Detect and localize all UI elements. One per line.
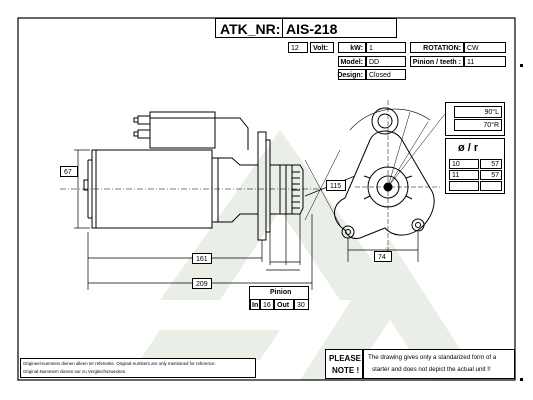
kw-value: 1 [369, 45, 373, 52]
hole-2-diameter: 11 [452, 172, 460, 179]
pinion-out-label-cell: Out [274, 299, 294, 310]
angle-right: 70°R [483, 122, 499, 129]
design-value-box: Closed [366, 69, 406, 80]
hole-1-diameter: 10 [452, 161, 460, 168]
pinion-in-value-cell: 16 [260, 299, 274, 310]
pinion-in-value: 16 [263, 302, 271, 309]
angle-right-cell: 70°R [454, 119, 502, 131]
angle-left: 90°L [484, 109, 499, 116]
volt-value: 12 [291, 45, 299, 52]
note-label: NOTE ! [332, 366, 360, 375]
design-label: Design: [337, 72, 363, 79]
hole-row-2-d: 11 [449, 170, 479, 180]
dim-flange-to-end: 161 [196, 256, 208, 263]
dim-161-box: 161 [192, 253, 212, 264]
note-text-box: The drawing gives only a standarized for… [363, 349, 515, 379]
pinion-teeth-label-box: Pinion / teeth : [410, 56, 464, 67]
dim-height-box: 67 [60, 166, 78, 177]
dim-overall-length: 209 [196, 281, 208, 288]
volt-label: Volt: [313, 45, 329, 52]
pinion-teeth-value-box: 11 [464, 56, 506, 67]
holes-header: ø / r [458, 142, 479, 154]
kw-value-box: 1 [366, 42, 406, 53]
hole-row-1-d: 10 [449, 159, 479, 169]
rotation-label-box: ROTATION: [410, 42, 464, 53]
pinion-teeth-value: 11 [467, 59, 475, 66]
pinion-in-label: In [252, 302, 259, 309]
please-note-box: PLEASE NOTE ! [325, 349, 363, 379]
model-value-box: DD [366, 56, 406, 67]
starter-front-view [334, 100, 449, 262]
pinion-out-value-cell: 30 [294, 299, 309, 310]
dim-bolt-spacing: 74 [378, 254, 386, 261]
model-label-box: Model: [338, 56, 366, 67]
disclaimer-box: Origineel-nummers dienen alleen ter refe… [20, 358, 256, 378]
pinion-in-label-cell: In [250, 299, 260, 310]
design-value: Closed [369, 72, 391, 79]
hole-row-2-r: 57 [480, 170, 502, 180]
angle-table: 90°L 70°R [445, 102, 505, 136]
dim-74-box: 74 [374, 251, 392, 262]
note-line-1: The drawing gives only a standarized for… [368, 354, 497, 361]
hole-1-radius: 57 [491, 161, 499, 168]
atk-label: ATK_NR: [220, 21, 281, 37]
atk-value: AIS-218 [286, 21, 338, 37]
dim-209-box: 209 [192, 278, 212, 289]
pinion-teeth-label: Pinion / teeth : [412, 59, 461, 66]
title-box: ATK_NR: AIS-218 [215, 18, 397, 38]
disclaimer-line-1: Origineel-nummers dienen alleen ter refe… [23, 361, 216, 366]
hole-2-radius: 57 [491, 172, 499, 179]
frame-mark [520, 64, 523, 67]
design-label-box: Design: [337, 69, 366, 80]
pinion-out-label: Out [277, 302, 290, 309]
pinion-box: Pinion In 16 Out 30 [249, 286, 309, 310]
please-label: PLEASE [329, 354, 362, 363]
rotation-value-box: CW [464, 42, 506, 53]
disclaimer-line-2: Original-Nummern dienen nur zu Vergleich… [23, 369, 127, 374]
frame-mark [520, 378, 523, 381]
model-value: DD [369, 59, 380, 66]
pinion-out-value: 30 [297, 302, 305, 309]
watermark-logo [140, 130, 480, 380]
dim-mount-offset: 115 [330, 183, 342, 190]
angle-left-cell: 90°L [454, 106, 502, 118]
kw-label-box: kW: [338, 42, 366, 53]
hole-row-1-r: 57 [480, 159, 502, 169]
rotation-label: ROTATION: [423, 45, 461, 52]
holes-table: ø / r 10 57 11 57 [445, 138, 505, 194]
note-line-2: starter and does not depict the actual u… [372, 366, 491, 373]
model-label: Model: [340, 59, 363, 66]
volt-label-box: Volt: [310, 42, 334, 53]
volt-value-box: 12 [288, 42, 308, 53]
dim-height: 67 [64, 169, 72, 176]
dim-115-box: 115 [326, 180, 346, 191]
kw-label: kW: [350, 45, 363, 52]
pinion-title: Pinion [270, 289, 292, 296]
hole-row-3-r [480, 181, 502, 191]
hole-row-3-d [449, 181, 479, 191]
rotation-value: CW [467, 45, 479, 52]
